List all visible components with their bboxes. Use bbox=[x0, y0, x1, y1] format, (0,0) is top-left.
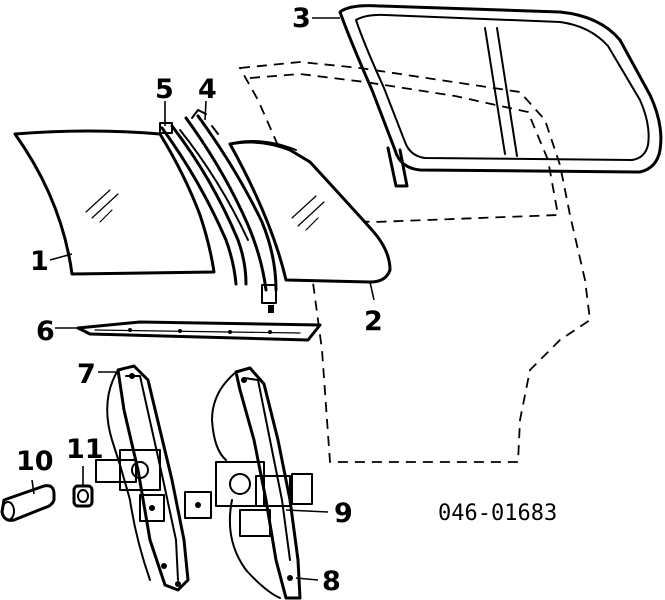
leader-lines bbox=[31, 17, 375, 581]
callout-1: 1 bbox=[30, 246, 49, 277]
callout-7: 7 bbox=[77, 359, 96, 390]
callout-10: 10 bbox=[16, 446, 54, 477]
door-glass-quarter bbox=[228, 140, 392, 284]
callout-8: 8 bbox=[322, 566, 341, 597]
door-weatherstrip-seal bbox=[338, 4, 663, 188]
division-bar bbox=[184, 109, 278, 313]
window-regulator-rear bbox=[211, 366, 313, 600]
figure-part-number: 046-01683 bbox=[438, 501, 557, 526]
belt-moulding bbox=[76, 320, 322, 342]
crank-spacer bbox=[72, 484, 94, 508]
callout-3: 3 bbox=[292, 3, 311, 34]
callout-6: 6 bbox=[36, 316, 55, 347]
window-regulator-front bbox=[95, 364, 212, 592]
window-crank-handle bbox=[0, 484, 56, 522]
callout-4: 4 bbox=[198, 74, 217, 105]
callout-11: 11 bbox=[66, 434, 104, 465]
door-glass-main bbox=[13, 129, 216, 276]
division-channel bbox=[159, 122, 249, 286]
callout-5: 5 bbox=[155, 74, 174, 105]
callout-2: 2 bbox=[364, 306, 383, 337]
callout-9: 9 bbox=[334, 498, 353, 529]
